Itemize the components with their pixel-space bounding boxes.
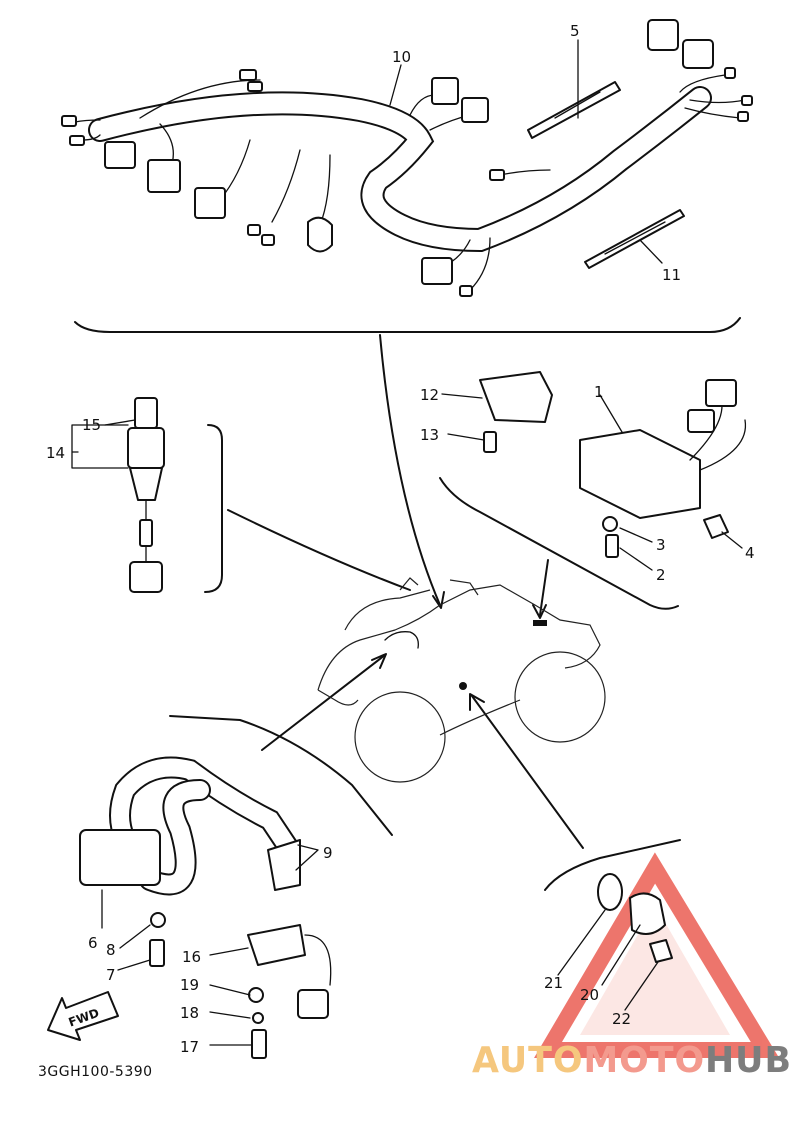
callout-12: 12 <box>420 386 439 404</box>
arrowhead-regulator <box>532 604 547 619</box>
arrowhead-coil <box>371 653 387 669</box>
callout-3: 3 <box>656 536 666 554</box>
sensor-panel-outline <box>544 839 681 891</box>
relay-unit <box>247 924 332 1059</box>
leader-switch <box>227 509 411 591</box>
callout-20: 20 <box>580 986 599 1004</box>
callout-6: 6 <box>88 934 98 952</box>
regulator-panel-outline <box>439 477 679 610</box>
leader-regulator <box>539 559 549 616</box>
ignition-coil <box>79 756 301 967</box>
switch-panel-outline <box>204 424 223 593</box>
callout-4: 4 <box>745 544 755 562</box>
callout-8: 8 <box>106 941 116 959</box>
neutral-sensor <box>597 873 673 963</box>
regulator <box>479 371 553 453</box>
fwd-arrow: FWD <box>47 991 119 1041</box>
coil-panel-outline <box>169 715 393 836</box>
cdi-unit <box>579 379 747 558</box>
watermark-triangle <box>534 852 780 1058</box>
callout-13: 13 <box>420 426 439 444</box>
atv-outline <box>317 577 606 783</box>
callout-10: 10 <box>392 48 411 66</box>
callout-16: 16 <box>182 948 201 966</box>
watermark-hub: HUB <box>705 1040 792 1081</box>
callout-17: 17 <box>180 1038 199 1056</box>
arrowhead-sensor <box>469 693 485 711</box>
callout-11: 11 <box>662 266 681 284</box>
watermark-auto: AUTO <box>472 1040 583 1081</box>
callout-1: 1 <box>594 383 604 401</box>
callout-18: 18 <box>180 1004 199 1022</box>
callout-21: 21 <box>544 974 563 992</box>
wire-band <box>527 81 621 139</box>
callout-22: 22 <box>612 1010 631 1028</box>
callout-leaders <box>71 39 743 1046</box>
harness-panel-outline <box>74 317 741 333</box>
leader-harness <box>379 334 441 606</box>
callout-7: 7 <box>106 966 116 984</box>
leader-coil <box>261 654 386 751</box>
callout-2: 2 <box>656 566 666 584</box>
main-switch <box>127 397 165 593</box>
wire-harness <box>61 19 753 297</box>
watermark-logo: AUTOMOTOHUB <box>472 1040 792 1081</box>
leader-sensor <box>471 695 584 849</box>
callout-15: 15 <box>82 416 101 434</box>
callout-14: 14 <box>46 444 65 462</box>
callout-19: 19 <box>180 976 199 994</box>
watermark-moto: MOTO <box>583 1040 705 1081</box>
wire-clamp <box>584 209 685 269</box>
arrowhead-harness <box>432 591 445 609</box>
callout-9: 9 <box>323 844 333 862</box>
callout-labels: 1 2 3 4 5 6 7 8 9 10 11 12 13 14 15 16 1… <box>46 22 755 1056</box>
drawing-code: 3GGH100-5390 <box>38 1064 153 1080</box>
callout-5: 5 <box>570 22 580 40</box>
